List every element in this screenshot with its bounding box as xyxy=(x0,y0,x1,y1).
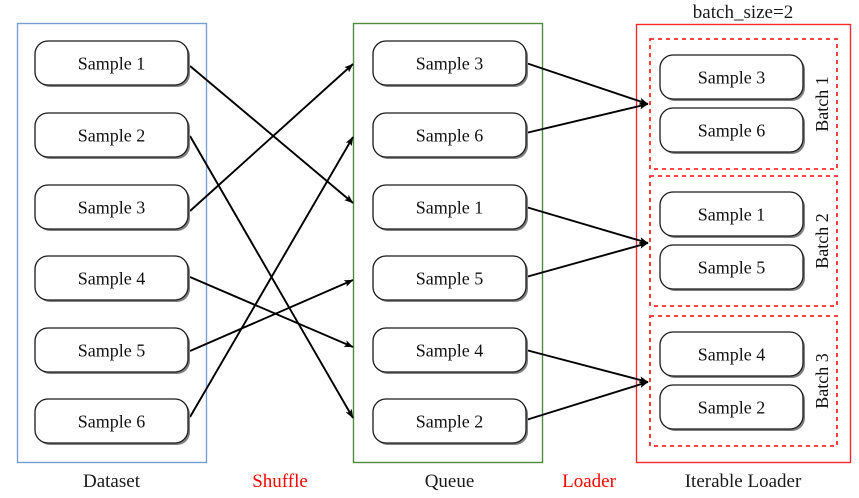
batch-1-node-1[interactable]: Sample 3 xyxy=(659,54,805,101)
dataset-node-5-label: Sample 5 xyxy=(78,341,146,361)
batch-1-nodes: Sample 3 Sample 6 Batch 1 xyxy=(659,54,832,154)
batch-2-node-2[interactable]: Sample 5 xyxy=(659,244,805,291)
queue-node-4-label: Sample 5 xyxy=(416,269,484,289)
batch-2-node-1[interactable]: Sample 1 xyxy=(659,191,805,238)
caption-iterable-loader: Iterable Loader xyxy=(685,471,802,492)
dataset-node-4[interactable]: Sample 4 xyxy=(34,255,190,302)
batch-1-node-2-label: Sample 6 xyxy=(698,121,766,141)
batch-3-nodes: Sample 4 Sample 2 Batch 3 xyxy=(659,331,832,431)
batch-3-node-1-label: Sample 4 xyxy=(698,345,766,365)
batch-size-header: batch_size=2 xyxy=(693,2,793,23)
queue-node-5[interactable]: Sample 4 xyxy=(372,327,528,374)
edge-dataset5-to-queue-sample5 xyxy=(189,279,354,352)
queue-node-2[interactable]: Sample 6 xyxy=(372,112,528,159)
batch-group-2 xyxy=(649,175,838,307)
queue-node-1-label: Sample 3 xyxy=(416,54,484,74)
queue-node-6[interactable]: Sample 2 xyxy=(372,398,528,445)
batch-3-node-2-label: Sample 2 xyxy=(698,398,766,418)
edge-queue-sample4-to-batch3 xyxy=(525,349,649,384)
edge-dataset1-to-queue-sample1 xyxy=(189,65,354,204)
batch-2-nodes: Sample 1 Sample 5 Batch 2 xyxy=(659,191,832,291)
shuffle-edges xyxy=(189,63,354,419)
batch-2-node-1-label: Sample 1 xyxy=(698,205,766,225)
edge-dataset4-to-queue-sample4 xyxy=(189,276,354,348)
edge-queue-sample3-to-batch1 xyxy=(525,62,649,105)
caption-queue: Queue xyxy=(425,471,475,492)
iterable-loader-container xyxy=(635,23,852,464)
queue-node-2-label: Sample 6 xyxy=(416,126,484,146)
dataset-container xyxy=(16,22,208,464)
batch-3-node-2[interactable]: Sample 2 xyxy=(659,384,805,431)
edge-queue-sample5-to-batch2 xyxy=(525,241,649,278)
dataset-node-4-label: Sample 4 xyxy=(78,269,146,289)
dataset-nodes: Sample 1 Sample 2 Sample 3 Sample 4 Samp xyxy=(34,40,190,445)
caption-dataset: Dataset xyxy=(83,471,141,492)
dataset-node-1[interactable]: Sample 1 xyxy=(34,40,190,87)
queue-node-4[interactable]: Sample 5 xyxy=(372,255,528,302)
edge-queue-sample1-to-batch2 xyxy=(525,206,649,244)
batch-3-node-1[interactable]: Sample 4 xyxy=(659,331,805,378)
queue-node-6-label: Sample 2 xyxy=(416,412,484,432)
queue-node-1[interactable]: Sample 3 xyxy=(372,40,528,87)
caption-loader: Loader xyxy=(562,471,616,492)
edge-queue-sample2-to-batch3 xyxy=(525,381,649,421)
queue-node-5-label: Sample 4 xyxy=(416,341,484,361)
queue-nodes: Sample 3 Sample 6 Sample 1 Sample 5 Samp xyxy=(372,40,528,445)
edge-dataset3-to-queue-sample3 xyxy=(189,63,354,212)
dataset-node-5[interactable]: Sample 5 xyxy=(34,327,190,374)
dataset-node-2-label: Sample 2 xyxy=(78,126,146,146)
queue-node-3[interactable]: Sample 1 xyxy=(372,184,528,231)
batch-1-label: Batch 1 xyxy=(812,76,832,132)
dataset-node-3-label: Sample 3 xyxy=(78,198,146,218)
batch-group-1 xyxy=(649,38,838,170)
batch-3-label: Batch 3 xyxy=(812,353,832,409)
queue-node-3-label: Sample 1 xyxy=(416,198,484,218)
batch-1-node-2[interactable]: Sample 6 xyxy=(659,107,805,154)
dataset-node-6[interactable]: Sample 6 xyxy=(34,398,190,445)
batch-2-node-2-label: Sample 5 xyxy=(698,258,766,278)
batch-group-3 xyxy=(649,315,838,447)
edge-dataset6-to-queue-sample6 xyxy=(189,136,354,418)
queue-container xyxy=(352,22,544,464)
dataset-node-3[interactable]: Sample 3 xyxy=(34,184,190,231)
loader-edges xyxy=(525,62,649,421)
caption-shuffle: Shuffle xyxy=(252,471,308,492)
dataset-node-1-label: Sample 1 xyxy=(78,54,146,74)
edge-queue-sample6-to-batch1 xyxy=(525,102,649,134)
batch-2-label: Batch 2 xyxy=(812,213,832,269)
batch-1-node-1-label: Sample 3 xyxy=(698,68,766,88)
dataset-node-6-label: Sample 6 xyxy=(78,412,146,432)
dataset-node-2[interactable]: Sample 2 xyxy=(34,112,190,159)
